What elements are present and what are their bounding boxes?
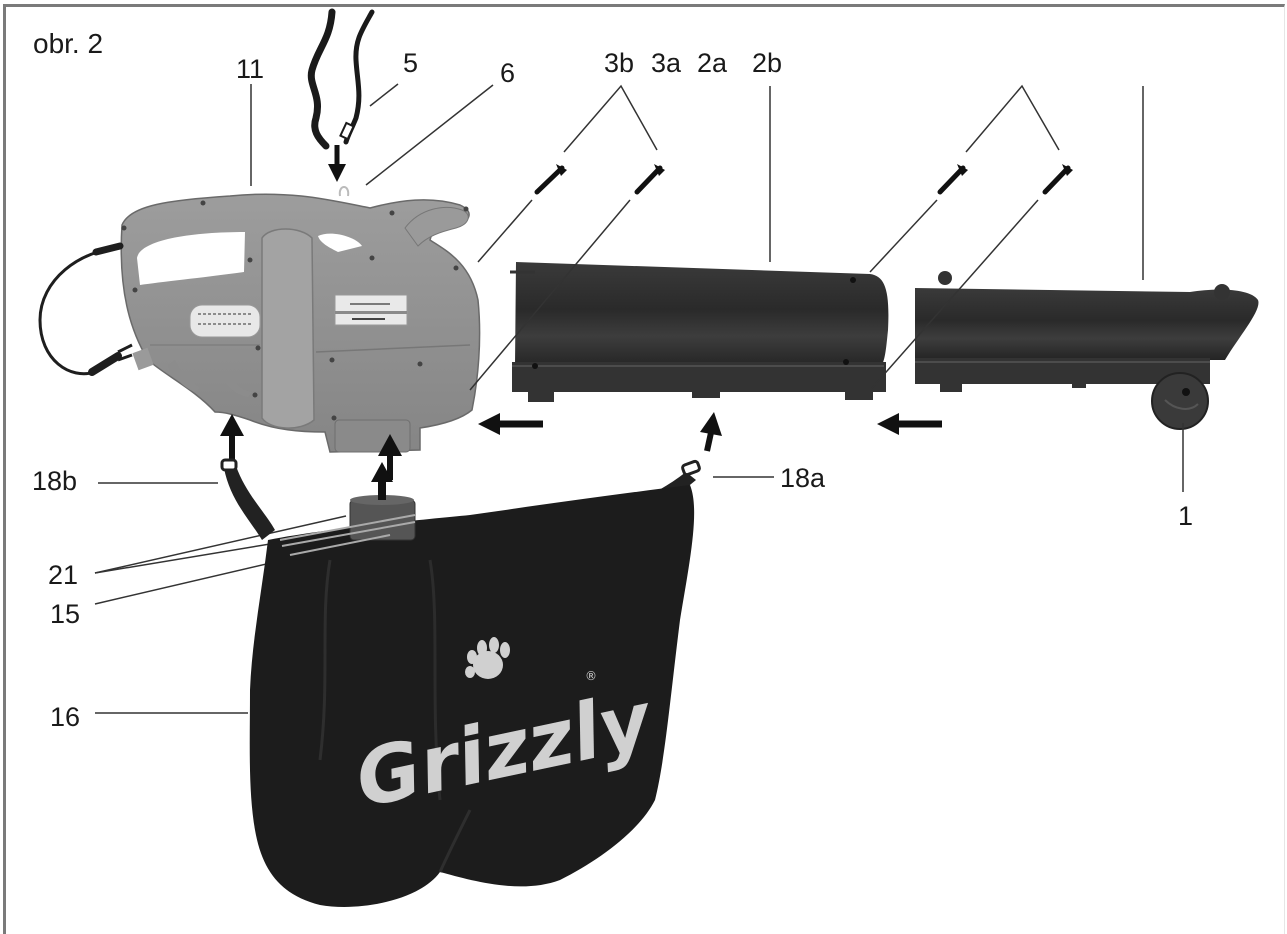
figure-frame bbox=[3, 4, 1285, 934]
svg-text:®: ® bbox=[585, 669, 597, 683]
callout-3a: 3a bbox=[651, 48, 682, 78]
leader-lines bbox=[94, 83, 1184, 714]
arrow-up-nozzle-icon bbox=[378, 434, 402, 480]
motor-housing bbox=[120, 186, 481, 453]
power-cord bbox=[38, 242, 154, 376]
callout-1: 1 bbox=[1178, 501, 1194, 531]
callout-2b: 2b bbox=[752, 48, 783, 78]
callout-21: 21 bbox=[48, 560, 79, 590]
callout-18b: 18b bbox=[32, 466, 78, 496]
brand-label bbox=[334, 294, 408, 326]
lower-tube bbox=[915, 271, 1259, 430]
arrow-up-hook-icon bbox=[700, 412, 722, 452]
collection-bag bbox=[220, 458, 701, 907]
callout-16: 16 bbox=[50, 702, 81, 732]
bag-collar bbox=[349, 499, 416, 541]
callout-15: 15 bbox=[50, 599, 81, 629]
rating-label bbox=[189, 304, 261, 338]
callout-6: 6 bbox=[500, 58, 516, 88]
upper-tube bbox=[510, 262, 889, 402]
arrow-left-tube-icon bbox=[478, 413, 543, 435]
hook-18b bbox=[220, 458, 238, 472]
arrow-up-left-icon bbox=[220, 414, 244, 465]
shoulder-strap bbox=[307, 8, 375, 150]
callout-2a: 2a bbox=[697, 48, 728, 78]
callout-11: 11 bbox=[236, 54, 265, 84]
arrow-left-lower-tube-icon bbox=[877, 413, 942, 435]
screws bbox=[534, 165, 1071, 195]
hook-18a bbox=[681, 459, 701, 477]
arrow-down-strap-icon bbox=[328, 145, 346, 182]
figure-title: obr. 2 bbox=[33, 28, 104, 59]
wheel bbox=[1151, 372, 1209, 430]
callout-3b: 3b bbox=[604, 48, 635, 78]
callout-5: 5 bbox=[403, 48, 419, 78]
callout-18a: 18a bbox=[780, 463, 826, 493]
